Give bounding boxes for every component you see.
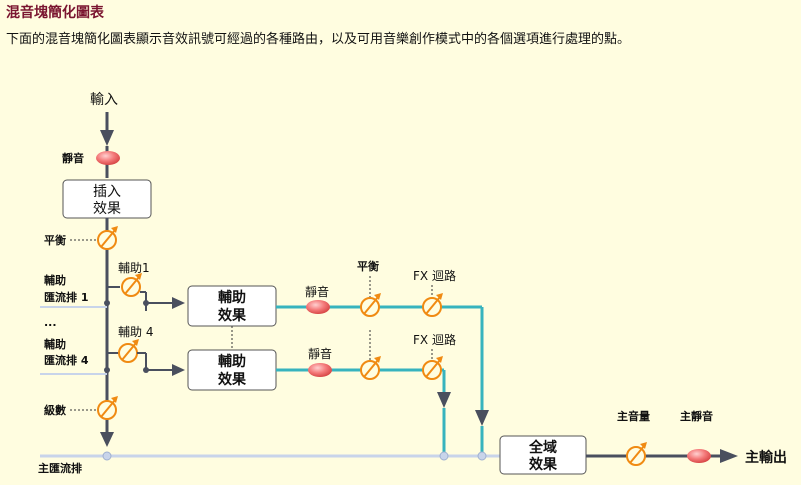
global-box-line2: 效果 [529, 456, 558, 473]
aux1-label: 輔助1 [118, 261, 150, 275]
aux-bus1-line1: 輔助 [44, 273, 66, 287]
fx-return-label-1: FX 迴路 [413, 268, 456, 283]
main-output-arrow-icon [720, 449, 738, 463]
aux-fx-box2-line1: 輔助 [218, 353, 246, 370]
global-effects-box[interactable]: 全域 效果 [499, 435, 587, 475]
main-output-label: 主輸出 [745, 449, 787, 466]
aux4-send-knob-icon[interactable] [118, 339, 139, 363]
input-arrow-icon [100, 130, 114, 146]
return1-pan-knob-icon[interactable] [360, 293, 381, 317]
input-label: 輸入 [90, 92, 118, 108]
main-bus-arrow-icon [100, 432, 114, 447]
return2-mute-button[interactable] [308, 363, 332, 377]
fx-return2-knob-icon[interactable] [422, 356, 443, 380]
mute-label-1: 靜音 [305, 284, 329, 299]
mute-button-top[interactable] [96, 151, 120, 165]
page-title: 混音塊簡化圖表 [6, 5, 104, 21]
master-volume-knob-icon[interactable] [626, 442, 647, 466]
return2-pan-knob-icon[interactable] [360, 356, 381, 380]
aux1-send-knob-icon[interactable] [121, 273, 142, 297]
return2-arrow-icon [437, 392, 451, 408]
aux-fx-box2-line2: 效果 [218, 371, 247, 388]
pan-knob-icon[interactable] [97, 226, 118, 250]
master-mute-button[interactable] [687, 449, 711, 463]
insert-effects-box[interactable]: 插入 效果 [62, 179, 152, 219]
insert-box-line2: 效果 [93, 201, 121, 217]
page-description: 下面的混音塊簡化圖表顯示音效訊號可經過的各種路由，以及可用音樂創作模式中的各個選… [6, 32, 631, 47]
fx-return-label-2: FX 迴路 [413, 332, 456, 347]
aux-fx-box1-line2: 效果 [218, 307, 247, 324]
aux4-label: 輔助 4 [118, 325, 153, 339]
aux-fx-box1-line1: 輔助 [218, 289, 246, 306]
aux-ellipsis: ... [44, 316, 57, 329]
global-box-line1: 全域 [528, 439, 557, 456]
aux-effects-box-1[interactable]: 輔助 效果 [187, 285, 277, 327]
mute-label-top: 靜音 [62, 151, 84, 165]
insert-box-line1: 插入 [93, 184, 121, 200]
level-label: 級數 [44, 403, 66, 417]
aux1-arrow-icon [172, 297, 185, 309]
return1-arrow-icon [475, 410, 489, 426]
master-volume-label: 主音量 [617, 409, 650, 423]
aux-bus4-line2: 匯流排 4 [44, 353, 89, 367]
level-knob-icon[interactable] [97, 396, 118, 420]
aux-bus4-line1: 輔助 [44, 337, 66, 351]
mute-label-2: 靜音 [308, 346, 332, 361]
main-bus-label: 主匯流排 [38, 461, 82, 475]
aux-bus1-line2: 匯流排 1 [44, 290, 88, 304]
return1-mute-button[interactable] [306, 300, 330, 314]
aux4-arrow-icon [172, 364, 185, 376]
aux-effects-box-2[interactable]: 輔助 效果 [187, 349, 277, 391]
fx-return1-knob-icon[interactable] [422, 293, 443, 317]
pan-left-label: 平衡 [44, 233, 66, 247]
pan-label-right: 平衡 [357, 259, 379, 273]
master-mute-label: 主靜音 [680, 409, 713, 423]
